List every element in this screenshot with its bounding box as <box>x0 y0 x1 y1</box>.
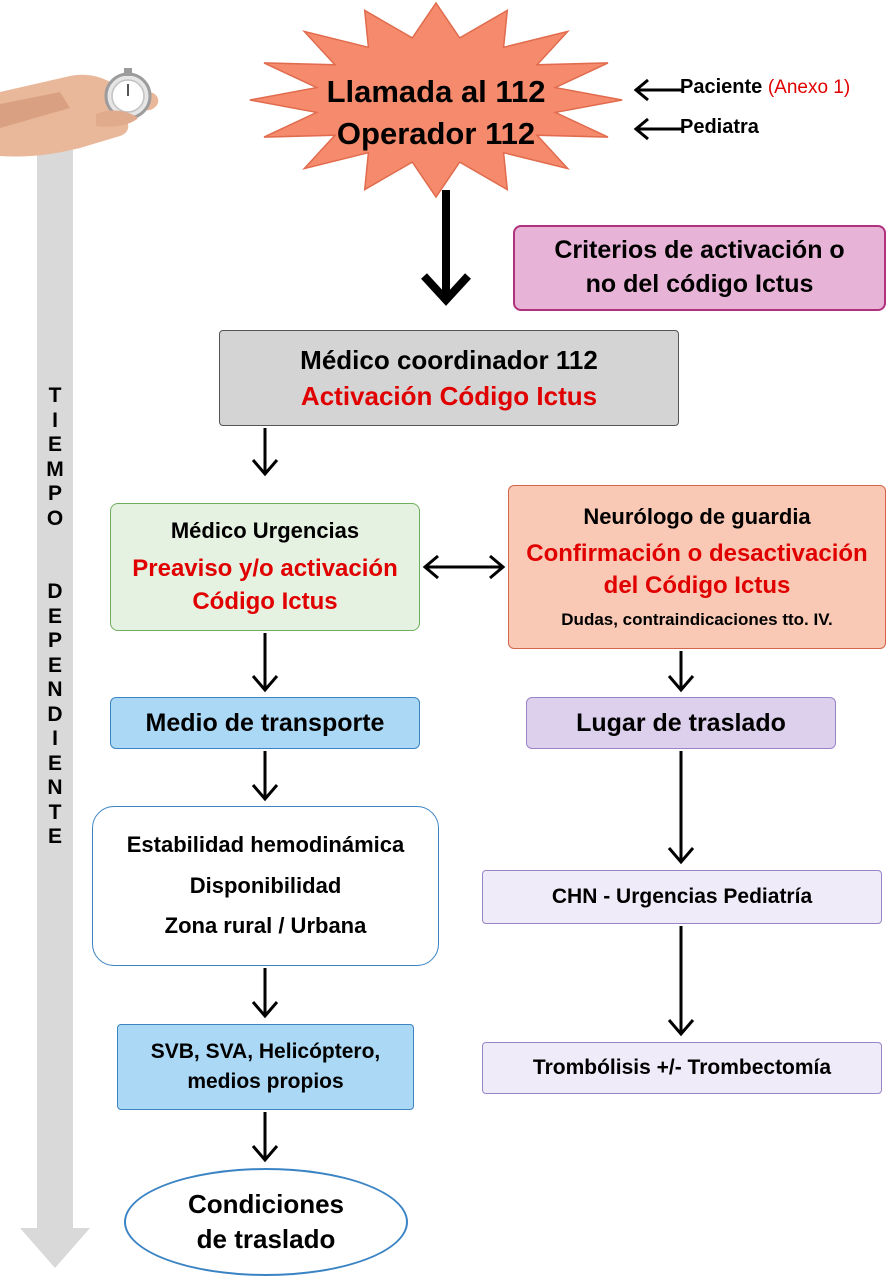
neurologist-box: Neurólogo de guardia Confirmación o desa… <box>508 485 886 649</box>
timeline-letter: N <box>47 678 63 701</box>
timeline-letter: E <box>47 825 62 848</box>
activation-criteria-box: Criterios de activación o no del código … <box>513 225 886 311</box>
timeline-letter: T <box>48 384 62 407</box>
timeline-letter: P <box>47 482 62 505</box>
timeline-letter: O <box>46 506 64 530</box>
timeline-letter: E <box>47 604 62 628</box>
timeline-letter: E <box>47 433 62 456</box>
input-arrows <box>633 78 682 141</box>
conditions-ellipse: Condiciones de traslado <box>124 1168 408 1276</box>
timeline-letter: P <box>47 629 62 652</box>
pediatrician-input: Pediatra <box>680 116 759 138</box>
bidirectional-arrow <box>422 554 506 580</box>
timeline-letter: D <box>47 702 63 726</box>
factors-box: Estabilidad hemodinámica Disponibilidad … <box>92 806 439 966</box>
stopwatch-hand-icon <box>0 68 159 157</box>
start-starburst <box>249 1 623 199</box>
timeline-letter: I <box>52 408 58 432</box>
timeline-letter: N <box>47 776 63 799</box>
transport-box: Medio de transporte <box>110 697 420 749</box>
main-arrow <box>421 190 471 306</box>
timeline-letter: T <box>48 800 62 824</box>
timeline-letter: D <box>47 580 63 603</box>
timeline-letter: E <box>47 751 62 775</box>
emergency-doctor-box: Médico Urgencias Preaviso y/o activación… <box>110 503 420 631</box>
timeline-letter: I <box>52 727 58 750</box>
timeline-letter: M <box>46 457 64 481</box>
start-node: Llamada al 112 Operador 112 <box>326 74 546 151</box>
coordinator-box: Médico coordinador 112 Activación Código… <box>219 330 679 426</box>
destination-box: Lugar de traslado <box>526 697 836 749</box>
vehicles-box: SVB, SVA, Helicóptero, medios propios <box>117 1024 414 1110</box>
timeline-letter: E <box>47 653 62 677</box>
timeline-arrow <box>20 150 90 1268</box>
treatment-box: Trombólisis +/- Trombectomía <box>482 1042 882 1094</box>
hospital-box: CHN - Urgencias Pediatría <box>482 870 882 924</box>
patient-input: Paciente (Anexo 1) <box>680 76 851 98</box>
